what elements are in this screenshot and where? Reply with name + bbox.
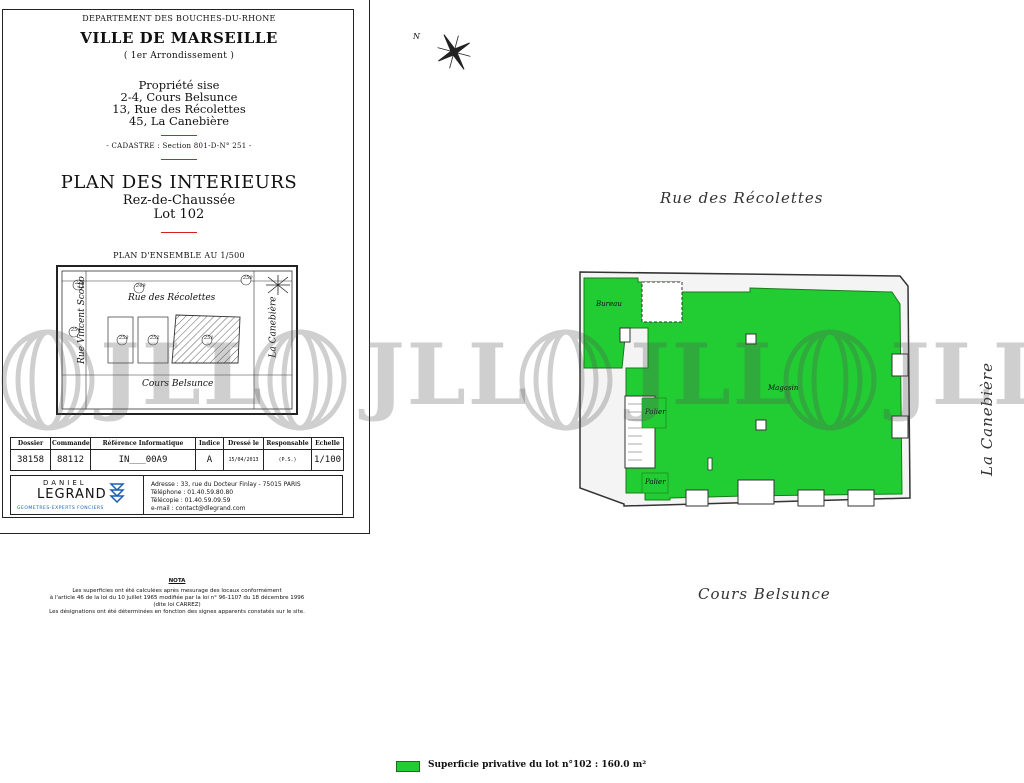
street-label-east: La Canebière [977, 362, 996, 476]
pillar [847, 489, 875, 507]
legend-swatch [396, 761, 420, 772]
parcel-number: 250 [243, 275, 253, 281]
overview-site-plan: 228 249 250 254 253 252 251 Rue des Réco… [56, 265, 298, 415]
company-name: LEGRAND [37, 487, 107, 502]
reference-table: Dossier Commande Référence Informatique … [10, 436, 344, 471]
department-name: DEPARTEMENT DES BOUCHES-DU-RHONE [82, 14, 276, 23]
table-header: Commande [50, 436, 91, 451]
overview-drawing [61, 270, 293, 410]
fax-line: Télécopie : 01.40.59.09.59 [151, 497, 231, 504]
cadastre-reference: - CADASTRE : Section 801-D-N° 251 - [106, 142, 252, 150]
table-cell: 38158 [10, 449, 51, 471]
parcel-number: 254 [71, 327, 81, 333]
note-line: (dite loi CARREZ) [153, 602, 201, 608]
parcel-number: 228 [75, 280, 85, 286]
company-divider [143, 476, 144, 514]
room-label-magasin: Magasin [768, 384, 799, 392]
north-arrow-icon [437, 34, 471, 70]
table-header: Responsable [263, 436, 312, 451]
pillar [737, 479, 775, 505]
lot-number: Lot 102 [153, 207, 205, 222]
title-block-frame [0, 0, 370, 534]
table-header: Dossier [10, 436, 51, 451]
overview-title: PLAN D'ENSEMBLE AU 1/500 [113, 251, 245, 260]
palier-upper-zone [641, 397, 667, 429]
table-cell: 15/04/2013 [223, 449, 264, 471]
room-label-bureau: Bureau [596, 300, 622, 308]
surveyor-block: DANIEL LEGRAND GEOMETRES-EXPERTS FONCIER… [10, 475, 343, 515]
table-cell: A [195, 449, 224, 471]
palier-lower-zone [641, 472, 669, 494]
note-line: Les superficies ont été calculées après … [72, 588, 282, 594]
note-line: à l'article 46 de la loi du 10 juillet 1… [49, 595, 305, 601]
table-header: Echelle [311, 436, 344, 451]
street-label-north: Rue des Récolettes [128, 293, 216, 303]
plan-title: PLAN DES INTERIEURS [60, 172, 298, 193]
pillar [685, 489, 709, 507]
street-label-south: Cours Belsunce [698, 585, 831, 603]
level-name: Rez-de-Chaussée [122, 193, 236, 208]
pillar [619, 327, 631, 343]
note-line: Les désignations ont été déterminées en … [49, 609, 305, 615]
pillar [891, 353, 909, 377]
pillar [797, 489, 825, 507]
table-cell: (P.S.) [263, 449, 312, 471]
street-label-east: La Canebière [268, 296, 279, 358]
table-cell: 1/100 [311, 449, 344, 471]
room-label-palier: Palier [645, 408, 666, 416]
street-label-west: Rue Vincent Scotto [76, 276, 87, 364]
table-cell: 88112 [50, 449, 91, 471]
courtyard [641, 281, 683, 323]
email-line: e-mail : contact@dlegrand.com [151, 505, 246, 512]
property-line: Propriété sise [138, 78, 220, 92]
divider [161, 159, 197, 160]
watermark-text: JLL [365, 325, 529, 424]
parcel-number: 252 [150, 335, 160, 341]
table-header: Indice [195, 436, 224, 451]
divider [161, 135, 197, 136]
address-line: Adresse : 33, rue du Docteur Finlay - 75… [151, 481, 301, 488]
company-name-top: DANIEL [43, 479, 87, 487]
company-logo-icon [109, 483, 125, 503]
street-label-south: Cours Belsunce [142, 379, 214, 389]
property-line: 2-4, Cours Belsunce [120, 90, 238, 104]
parcel-number: 253 [119, 335, 129, 341]
phone-line: Téléphone : 01.40.59.80.80 [151, 489, 234, 496]
company-tagline: GEOMETRES-EXPERTS FONCIERS [17, 506, 104, 511]
district: ( 1er Arrondissement ) [123, 51, 235, 61]
pillar [755, 419, 767, 431]
pillar [707, 457, 713, 471]
street-label-north: Rue des Récolettes [660, 189, 824, 207]
note-title: NOTA [168, 578, 186, 584]
city-name: VILLE DE MARSEILLE [80, 29, 278, 47]
floor-plan [579, 271, 911, 507]
table-cell: IN___00A9 [90, 449, 196, 471]
north-label: N [413, 32, 420, 41]
parcel-number: 249 [136, 283, 146, 289]
pillar [891, 415, 909, 439]
title-block: DEPARTEMENT DES BOUCHES-DU-RHONE VILLE D… [2, 9, 354, 518]
room-label-palier: Palier [645, 478, 666, 486]
table-header: Référence Informatique [90, 436, 196, 451]
table-header: Dressé le [223, 436, 264, 451]
divider [161, 232, 197, 233]
parcel-number: 251 [204, 335, 214, 341]
property-line: 45, La Canebière [128, 114, 230, 128]
stair-treads [628, 403, 642, 461]
pillar [745, 333, 757, 345]
property-line: 13, Rue des Récolettes [112, 102, 246, 116]
legend-text: Superficie privative du lot n°102 : 160.… [428, 760, 647, 770]
